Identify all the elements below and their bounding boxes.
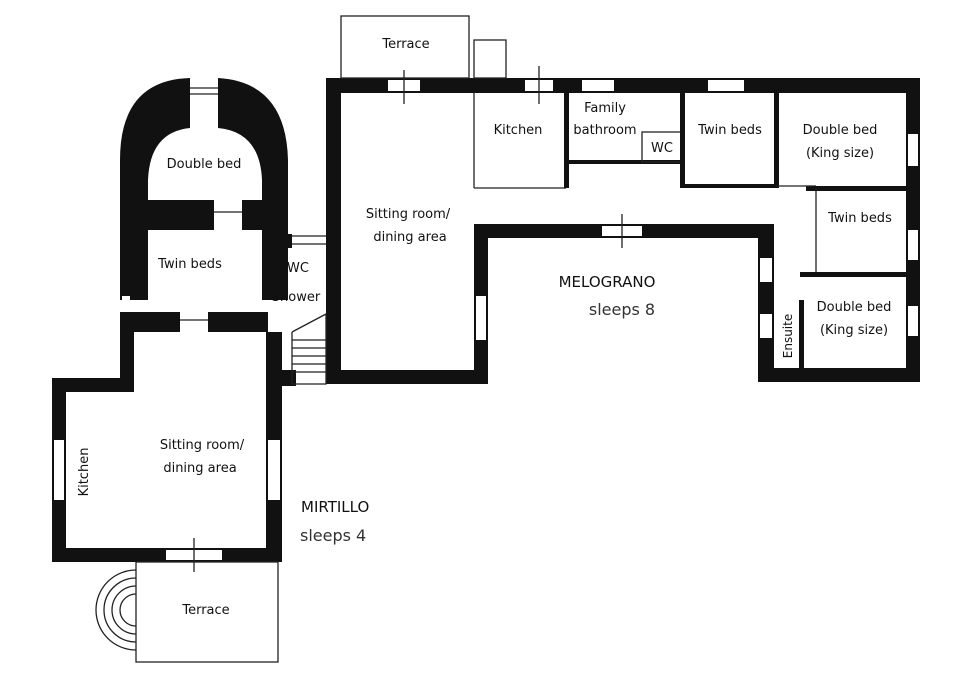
mirtillo-sleeps: sleeps 4 bbox=[300, 526, 366, 545]
shower-mirtillo-label: Shower bbox=[272, 290, 321, 305]
terrace-top-label: Terrace bbox=[381, 37, 429, 52]
melograno-sleeps: sleeps 8 bbox=[589, 300, 655, 319]
room-labels: Terrace Kitchen Family bathroom WC Twin … bbox=[77, 37, 892, 618]
sitting-mirtillo-label-1: Sitting room/ bbox=[160, 438, 245, 453]
double-bed-mirtillo-label: Double bed bbox=[167, 157, 242, 172]
mirtillo-name: MIRTILLO bbox=[301, 498, 369, 516]
double-bed-top-label-2: (King size) bbox=[806, 146, 874, 161]
stairs bbox=[291, 312, 327, 385]
terrace-bottom-outline bbox=[95, 561, 279, 663]
double-bed-top-label-1: Double bed bbox=[803, 123, 878, 138]
ensuite-label: Ensuite bbox=[781, 314, 795, 358]
kitchen-mirtillo-label: Kitchen bbox=[77, 448, 92, 497]
double-bed-bottom-label-1: Double bed bbox=[817, 300, 892, 315]
mirtillo-openings bbox=[54, 296, 280, 572]
twin-beds-mirtillo-label: Twin beds bbox=[157, 257, 222, 272]
terrace-bottom-label: Terrace bbox=[181, 603, 229, 618]
mirtillo-walls bbox=[52, 78, 326, 562]
wc-melograno-label: WC bbox=[651, 141, 673, 156]
property-labels: MELOGRANO sleeps 8 MIRTILLO sleeps 4 bbox=[300, 273, 655, 545]
melograno-interior bbox=[473, 92, 817, 272]
family-bathroom-label-1: Family bbox=[584, 101, 626, 116]
kitchen-melograno-label: Kitchen bbox=[494, 123, 543, 138]
double-bed-bottom-label-2: (King size) bbox=[820, 323, 888, 338]
melograno-openings bbox=[388, 66, 918, 340]
wc-mirtillo-label: WC bbox=[287, 261, 309, 276]
melograno-walls bbox=[326, 78, 920, 384]
twin-beds-right-label: Twin beds bbox=[827, 211, 892, 226]
sitting-melograno-label-2: dining area bbox=[373, 230, 446, 245]
sitting-melograno-label-1: Sitting room/ bbox=[366, 207, 451, 222]
melograno-name: MELOGRANO bbox=[559, 273, 656, 291]
sitting-mirtillo-label-2: dining area bbox=[163, 461, 236, 476]
terrace-top-outline bbox=[340, 15, 507, 79]
twin-beds-top-label: Twin beds bbox=[697, 123, 762, 138]
family-bathroom-label-2: bathroom bbox=[573, 123, 636, 138]
